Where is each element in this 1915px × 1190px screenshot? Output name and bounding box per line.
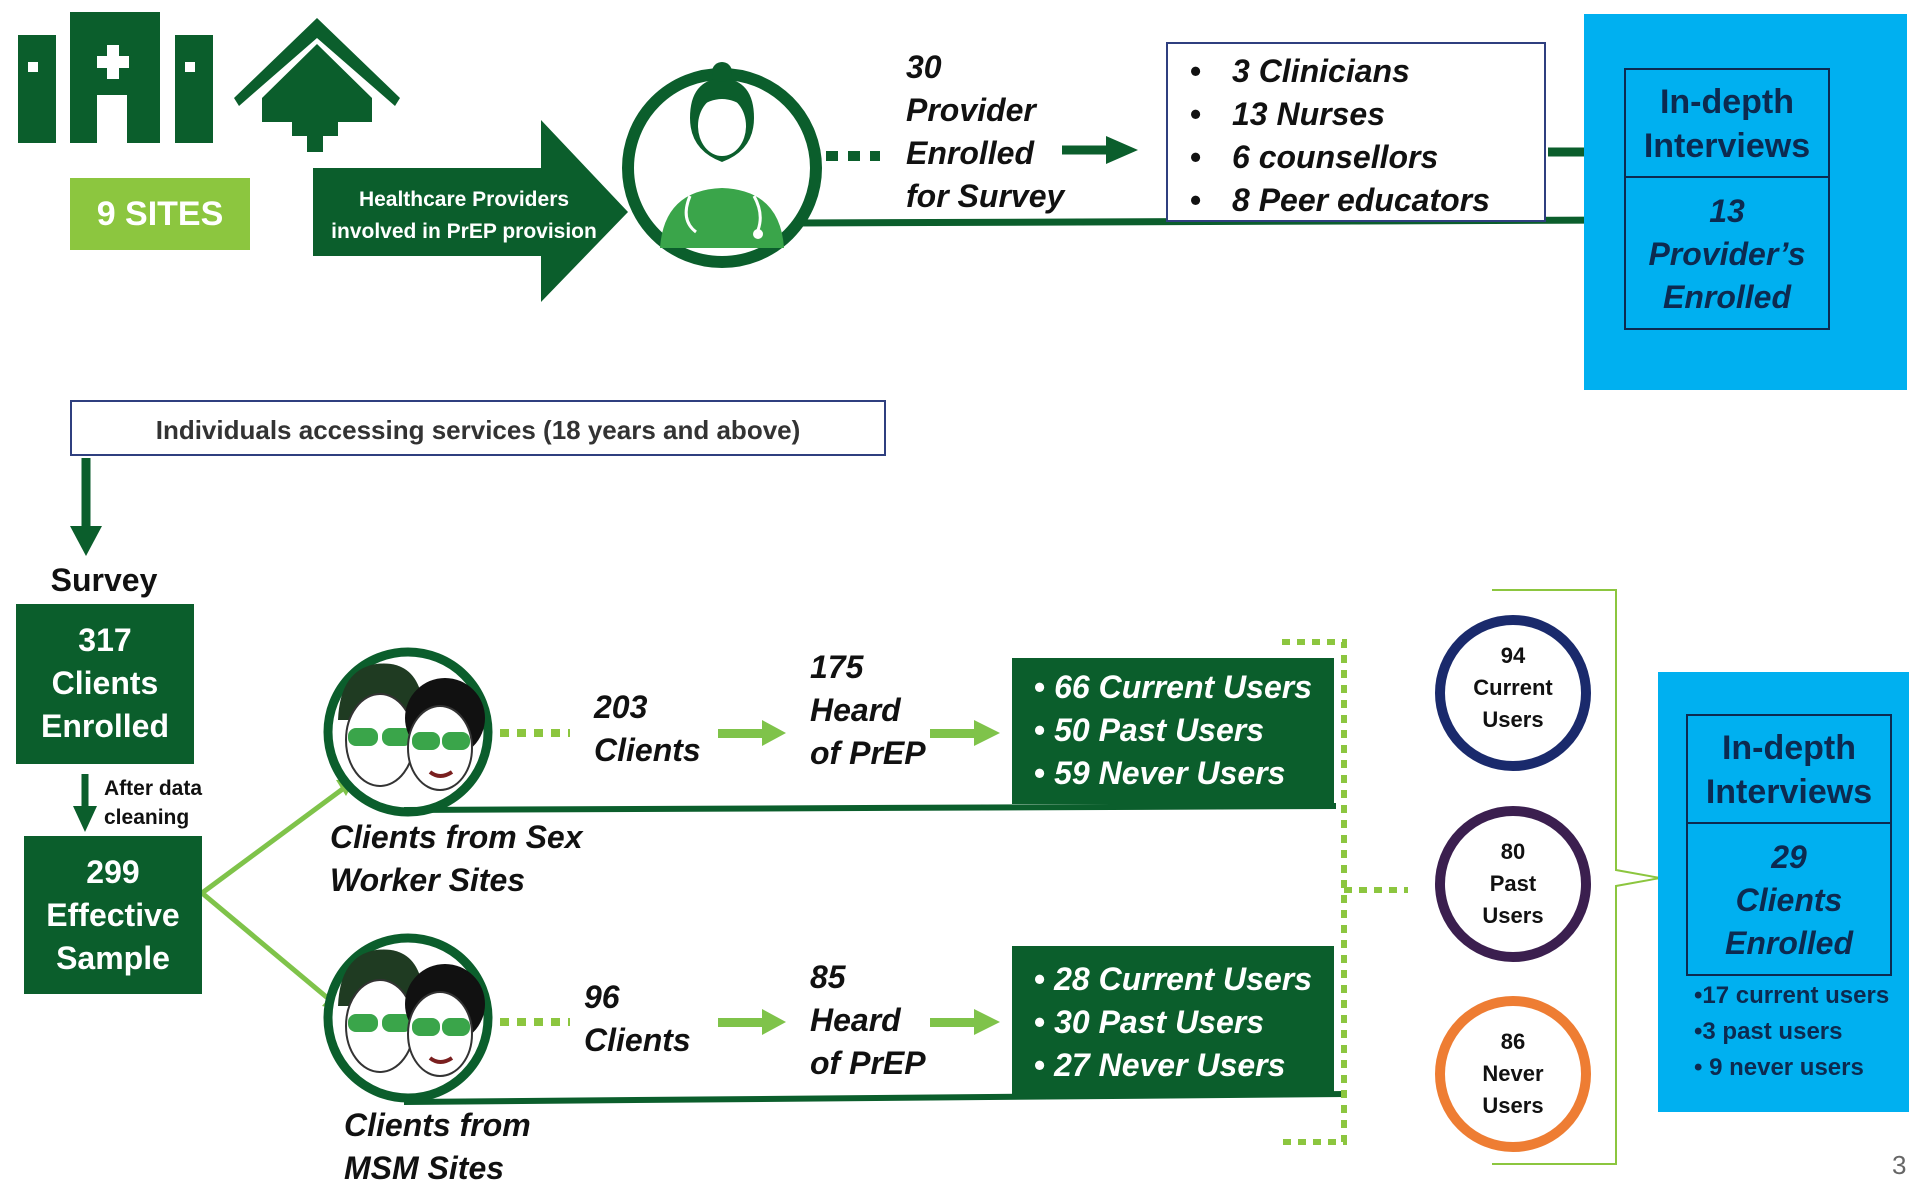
survey-title: Survey — [50, 562, 158, 598]
sw-clients-label: Clients — [594, 732, 701, 768]
sw-site-line1: Clients from Sex — [330, 819, 583, 855]
survey-line2: Clients — [51, 665, 159, 701]
effective-line2: Effective — [46, 897, 180, 933]
client-idi-breakdown-item: •17 current users — [1694, 982, 1890, 1009]
msm-clients-label: Clients — [584, 1022, 691, 1058]
providers-arrow-shape — [313, 120, 628, 302]
client-idi-breakdown-item: •3 past users — [1694, 1018, 1843, 1045]
client-idi-breakdown-item: • 9 never users — [1694, 1054, 1864, 1081]
msm-users-item: • 28 Current Users — [1034, 961, 1312, 997]
client-idi-breakdown: •17 current users •3 past users • 9 neve… — [1694, 978, 1889, 1086]
msm-heard: 85 Heard of PrEP — [810, 956, 926, 1085]
providers-arrow-label: Healthcare Providers involved in PrEP pr… — [316, 184, 612, 248]
client-idi-count: 29 Clients Enrolled — [1688, 824, 1890, 965]
people-glasses-icon — [323, 933, 493, 1103]
msm-heard-line3: of PrEP — [810, 1045, 926, 1081]
individuals-box: Individuals accessing services (18 years… — [70, 400, 886, 456]
survey-line3: Enrolled — [40, 708, 169, 744]
sw-clients-count: 203 — [594, 689, 648, 725]
provider-idi-line3: Enrolled — [1662, 279, 1791, 315]
msm-users-item: • 30 Past Users — [1034, 1004, 1265, 1040]
provider-breakdown-item: •13 Nurses — [1190, 96, 1385, 132]
sw-clients: 203 Clients — [594, 686, 701, 772]
sw-heard: 175 Heard of PrEP — [810, 646, 926, 775]
client-idi-line1: 29 — [1771, 839, 1807, 875]
provider-survey-line4: for Survey — [906, 178, 1065, 214]
client-idi-line3: Enrolled — [1724, 925, 1853, 961]
client-idi-title: In-depth Interviews — [1688, 716, 1890, 824]
survey-enrolled-box: 317 Clients Enrolled — [16, 604, 194, 764]
sites-badge: 9 SITES — [70, 178, 250, 250]
provider-survey-text: 30 Provider Enrolled for Survey — [906, 46, 1064, 218]
total-never-line1: Never — [1482, 1061, 1544, 1086]
msm-site-label: Clients from MSM Sites — [344, 1104, 531, 1190]
total-current-users: 94 Current Users — [1453, 640, 1573, 736]
total-past-line1: Past — [1489, 871, 1537, 896]
total-current-count: 94 — [1500, 643, 1526, 668]
total-never-users: 86 Never Users — [1453, 1026, 1573, 1122]
sw-heard-line2: Heard — [810, 692, 901, 728]
effective-sample-box: 299 Effective Sample — [24, 836, 202, 994]
provider-idi-panel: In-depth Interviews 13 Provider’s Enroll… — [1584, 14, 1907, 390]
provider-survey-line1: 30 — [906, 49, 942, 85]
msm-site-line2: MSM Sites — [344, 1150, 505, 1186]
cleaning-label: After data cleaning — [104, 774, 202, 832]
survey-line1: 317 — [78, 622, 132, 658]
provider-idi-count: 13 Provider’s Enrolled — [1626, 178, 1828, 319]
provider-survey-line3: Enrolled — [906, 135, 1035, 171]
provider-breakdown-item: •6 counsellors — [1190, 139, 1439, 175]
sw-site-label: Clients from Sex Worker Sites — [330, 816, 583, 902]
sw-heard-line3: of PrEP — [810, 735, 926, 771]
provider-breakdown-item: •3 Clinicians — [1190, 53, 1410, 89]
client-idi-title2: Interviews — [1705, 773, 1873, 811]
client-idi-box: In-depth Interviews 29 Clients Enrolled — [1686, 714, 1892, 976]
providers-arrow-line1: Healthcare Providers — [358, 188, 570, 211]
people-glasses-icon — [323, 647, 493, 817]
cleaning-line1: After data — [104, 777, 203, 800]
cleaning-line2: cleaning — [104, 806, 190, 829]
provider-idi-title: In-depth Interviews — [1626, 70, 1828, 178]
msm-clients: 96 Clients — [584, 976, 691, 1062]
provider-idi-title1: In-depth — [1659, 83, 1795, 121]
provider-survey-line2: Provider — [906, 92, 1036, 128]
total-past-users: 80 Past Users — [1453, 836, 1573, 932]
total-current-line2: Users — [1482, 707, 1544, 732]
page-number: 3 — [1892, 1150, 1907, 1180]
sw-users-item: • 50 Past Users — [1034, 712, 1265, 748]
hospital-icon — [18, 12, 213, 143]
effective-line3: Sample — [56, 940, 170, 976]
total-past-count: 80 — [1500, 839, 1526, 864]
tent-icon — [234, 18, 400, 152]
client-idi-title1: In-depth — [1721, 729, 1857, 767]
client-idi-panel: In-depth Interviews 29 Clients Enrolled … — [1658, 672, 1909, 1112]
provider-breakdown-item: •8 Peer educators — [1190, 182, 1490, 218]
sw-heard-count: 175 — [810, 649, 864, 685]
provider-idi-line1: 13 — [1709, 193, 1745, 229]
total-never-count: 86 — [1500, 1029, 1526, 1054]
msm-users-item: • 27 Never Users — [1034, 1047, 1286, 1083]
msm-heard-line2: Heard — [810, 1002, 901, 1038]
client-idi-line2: Clients — [1735, 882, 1843, 918]
msm-heard-count: 85 — [810, 959, 846, 995]
provider-idi-line2: Provider’s — [1648, 236, 1806, 272]
female-doctor-icon — [622, 62, 822, 268]
provider-breakdown-box: •3 Clinicians •13 Nurses •6 counsellors … — [1166, 42, 1546, 222]
sw-users-item: • 59 Never Users — [1034, 755, 1286, 791]
sw-users-item: • 66 Current Users — [1034, 669, 1312, 705]
total-current-line1: Current — [1473, 675, 1553, 700]
provider-idi-title2: Interviews — [1643, 127, 1811, 165]
providers-arrow-line2: involved in PrEP provision — [331, 220, 597, 243]
sw-users-box: • 66 Current Users • 50 Past Users • 59 … — [1012, 658, 1334, 804]
provider-idi-box: In-depth Interviews 13 Provider’s Enroll… — [1624, 68, 1830, 330]
total-past-line2: Users — [1482, 903, 1544, 928]
msm-site-line1: Clients from — [344, 1107, 531, 1143]
msm-users-box: • 28 Current Users • 30 Past Users • 27 … — [1012, 946, 1334, 1096]
msm-clients-count: 96 — [584, 979, 620, 1015]
effective-line1: 299 — [86, 854, 140, 890]
sw-site-line2: Worker Sites — [330, 862, 526, 898]
total-never-line2: Users — [1482, 1093, 1544, 1118]
